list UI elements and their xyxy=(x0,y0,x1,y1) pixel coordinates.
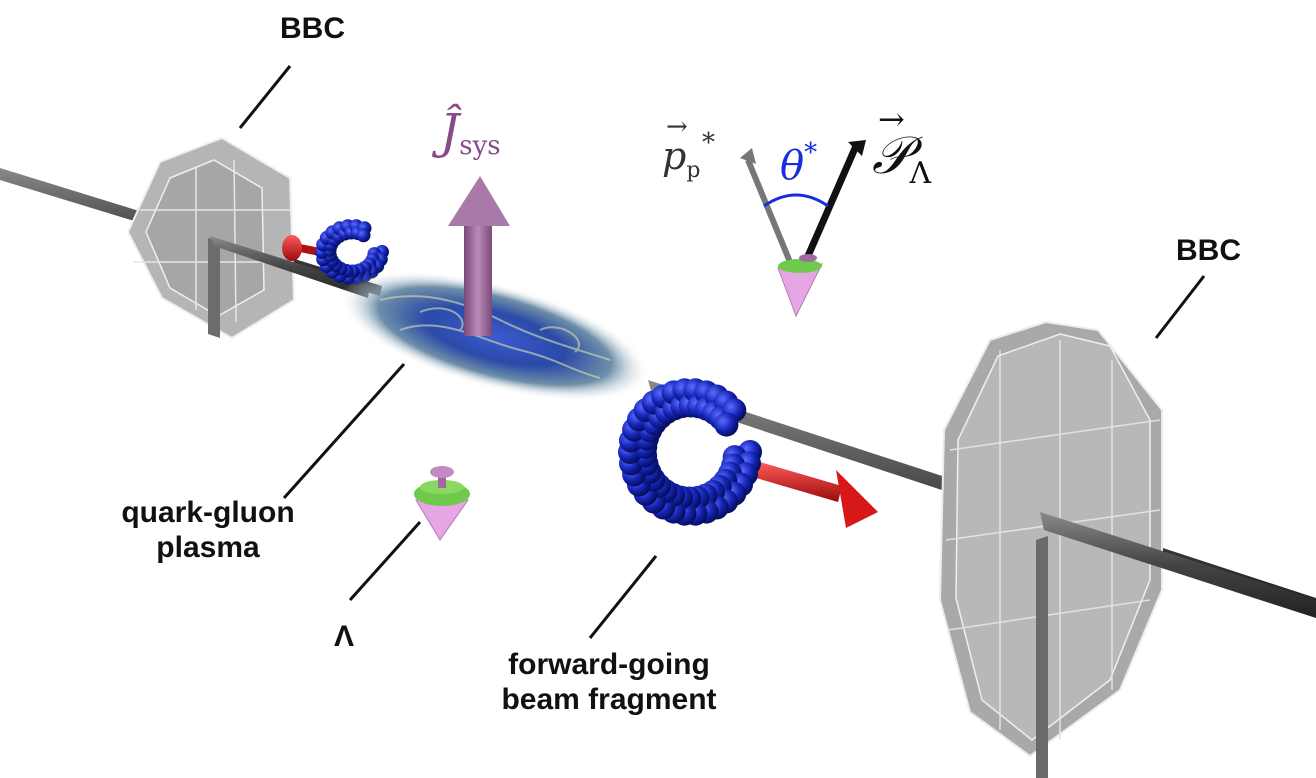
beam-arrow-left xyxy=(282,235,321,261)
p-star-label: → pp* xyxy=(662,112,715,183)
beam-arrow-right xyxy=(756,462,878,528)
p-arrow-accent: → xyxy=(666,112,688,142)
theta-superscript: * xyxy=(804,138,818,168)
p-subscript: p xyxy=(686,158,701,183)
proton-momentum-arrow xyxy=(740,148,793,264)
beam-fragment-right xyxy=(618,378,762,526)
theta-star-label: θ* xyxy=(780,138,817,189)
fragment-nucleon xyxy=(714,412,739,437)
fragment-label-line2: beam fragment xyxy=(501,682,717,716)
bbc-detector-right xyxy=(938,320,1163,778)
polarization-label: → 𝒫Λ xyxy=(872,100,932,191)
pol-arrow-accent: → xyxy=(878,100,905,138)
lambda-spin-top-right xyxy=(777,254,823,318)
p-symbol: p xyxy=(662,134,687,178)
leader-line-bbc-right xyxy=(1154,275,1206,339)
pol-symbol: 𝒫 xyxy=(872,126,910,186)
theta-angle-arc xyxy=(763,193,829,208)
beam-fragment-left xyxy=(315,219,389,285)
fragment-label-line1: forward-going xyxy=(508,648,710,681)
theta-symbol: θ xyxy=(780,143,805,189)
p-superscript: * xyxy=(702,128,715,158)
qgp-label: quark-gluon plasma xyxy=(98,496,318,565)
j-sys-arrow xyxy=(448,176,510,336)
leader-line-bbc-left xyxy=(238,65,292,129)
lambda-spin-glyph xyxy=(414,466,470,541)
leader-line-fragment xyxy=(588,555,658,639)
qgp-swirl-texture xyxy=(379,295,611,379)
beam-pipe-inner-left xyxy=(210,236,370,298)
pol-subscript: Λ xyxy=(909,156,932,191)
fragment-nucleon xyxy=(356,228,371,243)
j-sys-symbol: Ĵ xyxy=(440,104,460,160)
fragment-label: forward-going beam fragment xyxy=(464,648,754,717)
qgp-label-line1: quark-gluon xyxy=(121,496,295,529)
leader-line-qgp xyxy=(282,362,406,500)
leader-line-lambda xyxy=(348,520,422,602)
beam-pipe-right-front xyxy=(1040,512,1316,618)
bbc-right-label: BBC xyxy=(1176,234,1241,267)
bbc-left-label: BBC xyxy=(280,12,345,45)
qgp-label-line2: plasma xyxy=(156,530,260,564)
j-sys-label: Ĵsys xyxy=(440,104,501,161)
j-sys-subscript: sys xyxy=(459,131,501,161)
lambda-label: Λ xyxy=(334,620,355,653)
polarization-vector-arrow xyxy=(804,140,866,258)
